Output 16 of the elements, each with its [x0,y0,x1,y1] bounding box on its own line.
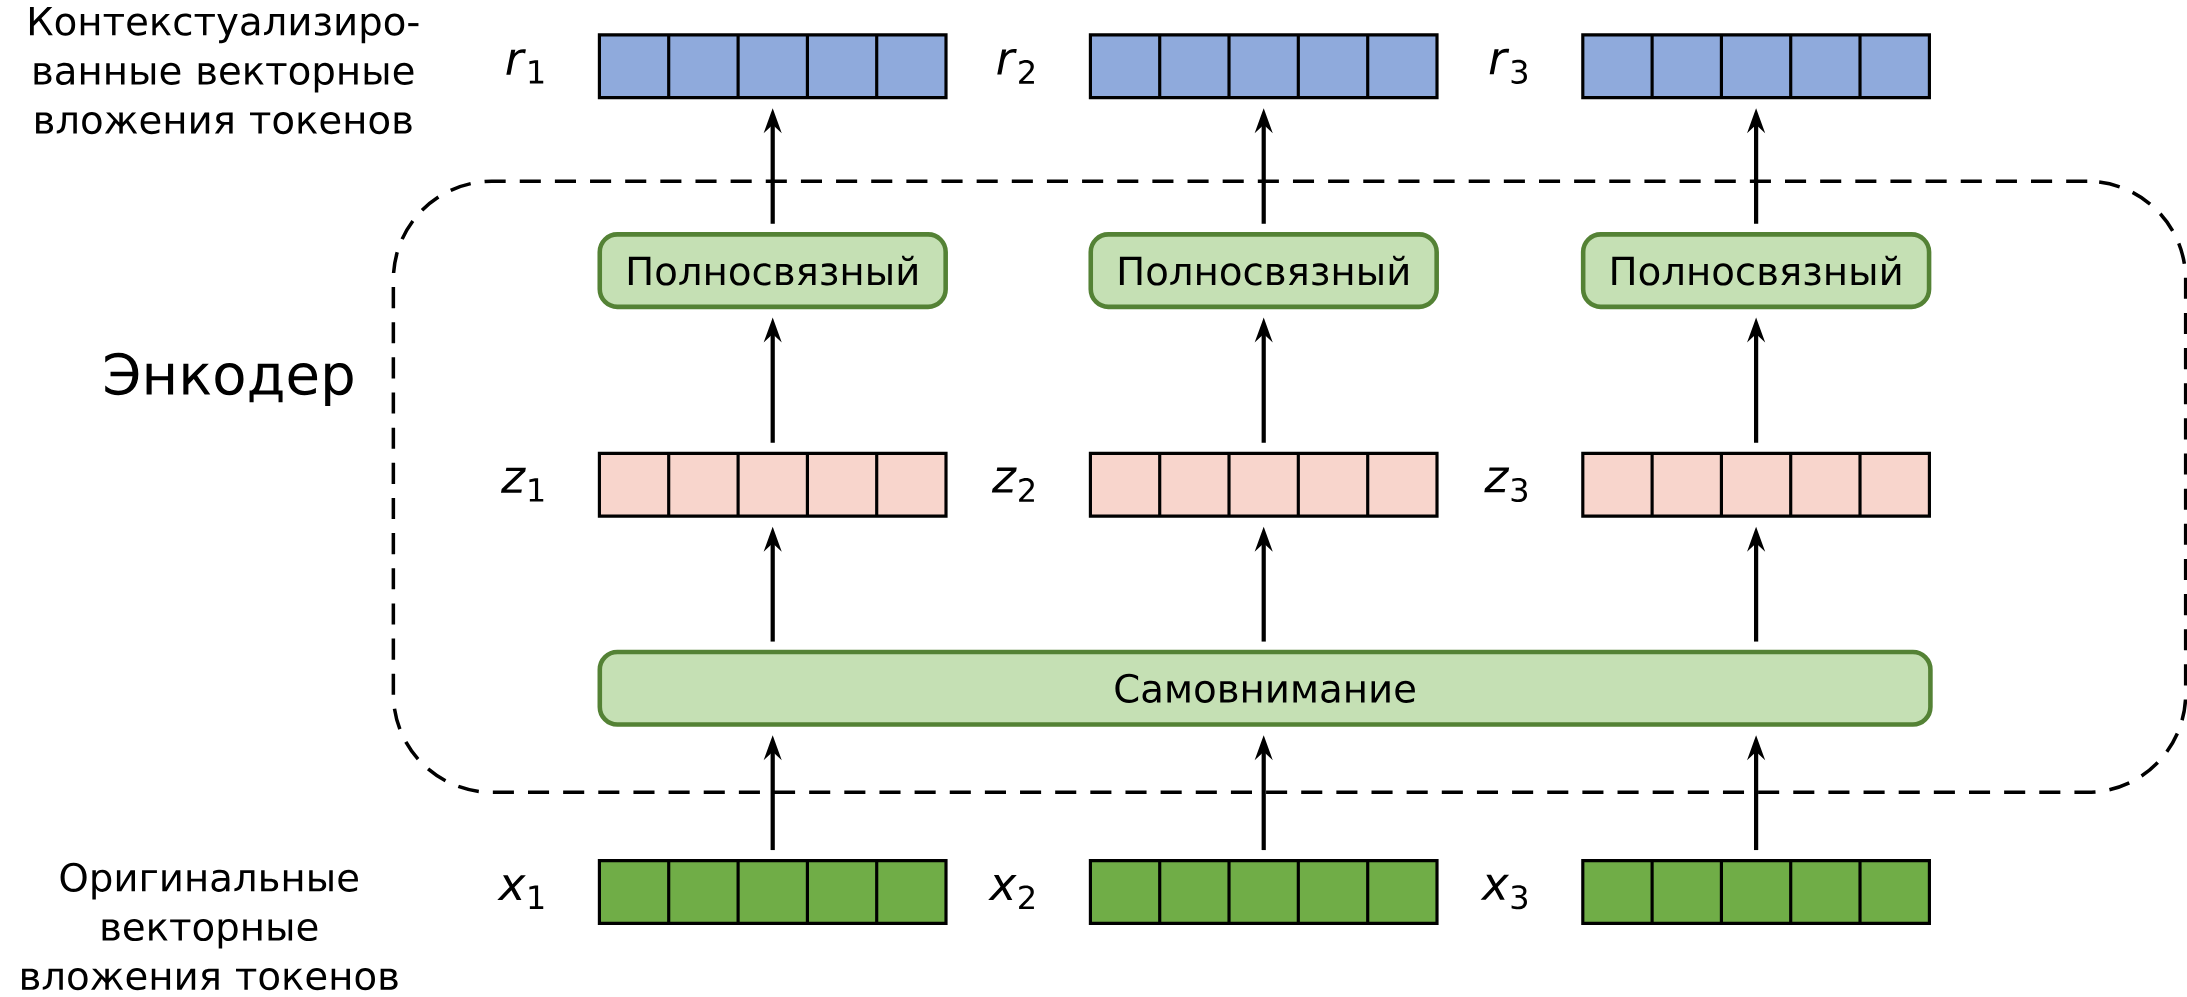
vector-label: z$_{2}$ [991,467,1034,502]
vector-label: z$_{1}$ [500,467,544,502]
process-box: Полносвязный [597,231,948,309]
vector-label: x$_{1}$ [497,875,544,909]
side-label: Контекстуализиро- ванные векторные вложения токенов [30,6,419,134]
vector-label: r$_{1}$ [506,49,544,84]
vector-label: z$_{3}$ [1484,467,1527,502]
vector-label: x$_{3}$ [1480,874,1527,910]
side-label: Оригинальные векторные вложения токенов [22,862,398,991]
vector-label: x$_{2}$ [988,874,1034,909]
process-box: Полносвязный [1088,231,1439,309]
process-box: Полносвязный [1580,231,1932,309]
vector-label: r$_{3}$ [1489,48,1527,84]
process-box: Самовнимание [597,649,1933,727]
vector-label: r$_{2}$ [997,48,1034,84]
frame-title: Энкодер [105,352,353,406]
